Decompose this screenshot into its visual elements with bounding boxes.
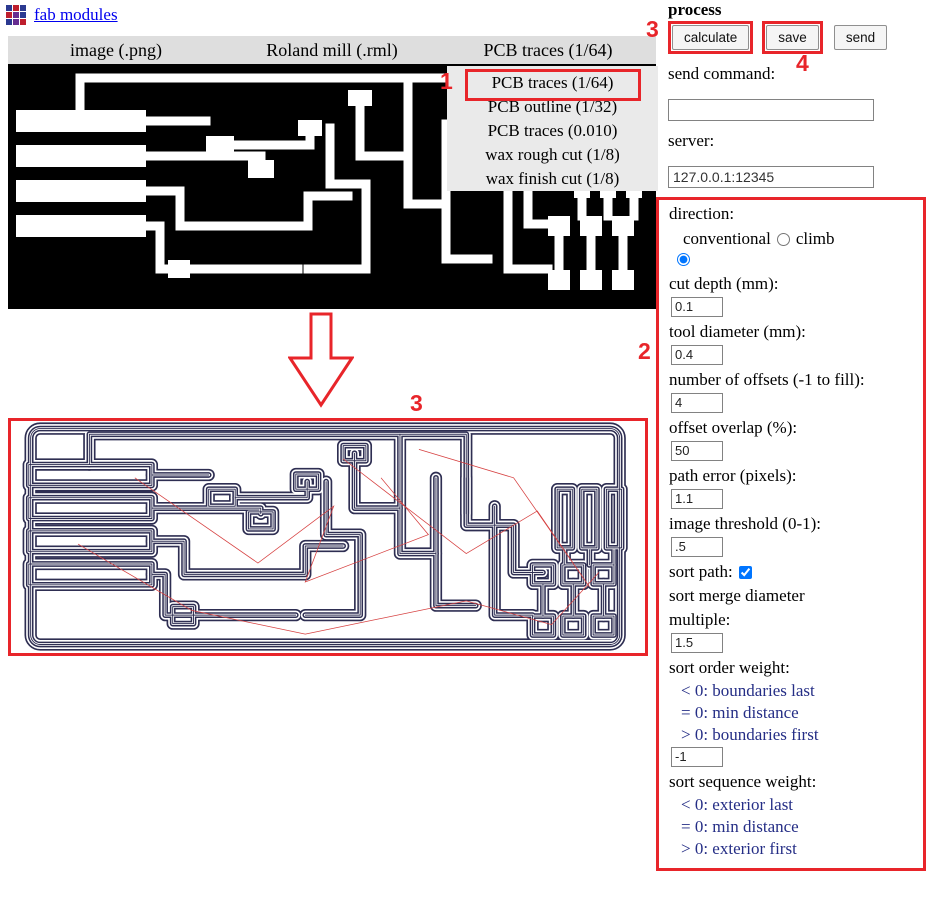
sort-order-hint-gt: > 0: boundaries first — [681, 725, 819, 744]
direction-radio-2[interactable] — [677, 253, 690, 266]
option-wax-finish-cut-1-8[interactable]: wax finish cut (1/8) — [485, 169, 620, 188]
tool-diameter-label: tool diameter (mm): — [669, 322, 806, 341]
image-threshold-label: image threshold (0-1): — [669, 514, 822, 533]
number-of-offsets-input[interactable] — [671, 393, 723, 413]
path-error-label: path error (pixels): — [669, 466, 797, 485]
workflow-process-select[interactable]: PCB traces (1/64) — [483, 39, 613, 60]
direction-label: direction: — [669, 204, 735, 223]
tool-diameter-input[interactable] — [671, 345, 723, 365]
sort-sequence-weight-label: sort sequence weight: — [669, 772, 817, 791]
offset-overlap-label: offset overlap (%): — [669, 418, 798, 437]
sort-order-weight-label: sort order weight: — [669, 658, 790, 677]
step-4-highlight-box: save — [762, 21, 823, 54]
option-pcb-outline-1-32[interactable]: PCB outline (1/32) — [487, 97, 618, 116]
send-button[interactable]: send — [833, 25, 888, 50]
option-pcb-traces-1-64[interactable]: PCB traces (1/64) — [491, 73, 614, 92]
sort-sequence-hint-gt: > 0: exterior first — [681, 839, 797, 858]
conventional-label: conventional — [683, 229, 771, 248]
direction-options-row-2 — [669, 251, 917, 272]
step-4-label: 4 — [796, 50, 809, 76]
send-command-label: send command: — [668, 64, 776, 83]
workflow-header: image (.png) Roland mill (.rml) PCB trac… — [8, 36, 656, 64]
toolpath-panel — [8, 418, 648, 656]
process-panel: process calculate save send send command… — [656, 0, 930, 871]
workflow-machine-select[interactable]: Roland mill (.rml) — [266, 39, 398, 60]
topbar: fab modules — [6, 5, 118, 25]
server-label: server: — [668, 131, 715, 150]
cut-depth-input[interactable] — [671, 297, 723, 317]
server-input[interactable] — [668, 166, 874, 188]
sort-path-row: sort path: — [669, 560, 917, 584]
step-3-label-calculate: 3 — [646, 16, 659, 42]
step-1-highlight-box — [465, 69, 641, 101]
step-2-label: 2 — [638, 338, 651, 364]
step-1-label: 1 — [440, 68, 453, 94]
workflow-input-select[interactable]: image (.png) — [70, 39, 162, 60]
step-3-highlight-box: calculate — [668, 21, 754, 54]
fab-modules-logo-icon — [6, 5, 26, 25]
sort-order-hint-eq: = 0: min distance — [681, 703, 799, 722]
direction-options-row: conventional climb — [669, 226, 917, 251]
climb-label: climb — [795, 229, 835, 248]
calculate-button[interactable]: calculate — [672, 25, 750, 50]
image-threshold-input[interactable] — [671, 537, 723, 557]
save-button[interactable]: save — [766, 25, 819, 50]
path-error-input[interactable] — [671, 489, 723, 509]
option-wax-rough-cut-1-8[interactable]: wax rough cut (1/8) — [485, 145, 620, 164]
sort-path-label: sort path: — [669, 562, 733, 581]
cut-depth-label: cut depth (mm): — [669, 274, 779, 293]
sort-sequence-hint-eq: = 0: min distance — [681, 817, 799, 836]
process-panel-title: process — [668, 0, 722, 19]
sort-path-checkbox[interactable] — [738, 566, 752, 579]
sort-merge-input[interactable] — [671, 633, 723, 653]
flow-arrow-icon — [288, 312, 354, 408]
fab-modules-link[interactable]: fab modules — [34, 5, 118, 24]
number-of-offsets-label: number of offsets (-1 to fill): — [669, 370, 865, 389]
toolpath-image — [21, 421, 635, 653]
sort-merge-label: sort merge diameter multiple: — [669, 586, 805, 629]
process-options-list: PCB traces (1/64) PCB outline (1/32) PCB… — [447, 66, 658, 191]
option-pcb-traces-0-010[interactable]: PCB traces (0.010) — [487, 121, 618, 140]
sort-order-hint-lt: < 0: boundaries last — [681, 681, 815, 700]
direction-radio-1[interactable] — [776, 233, 790, 246]
offset-overlap-input[interactable] — [671, 441, 723, 461]
process-buttons-row: calculate save send — [668, 21, 930, 54]
send-command-input[interactable] — [668, 99, 874, 121]
step-2-params-box: direction: conventional climb cut depth (… — [656, 197, 926, 871]
sort-sequence-hint-lt: < 0: exterior last — [681, 795, 794, 814]
step-3-label-toolpath: 3 — [410, 390, 423, 416]
sort-order-weight-input[interactable] — [671, 747, 723, 767]
